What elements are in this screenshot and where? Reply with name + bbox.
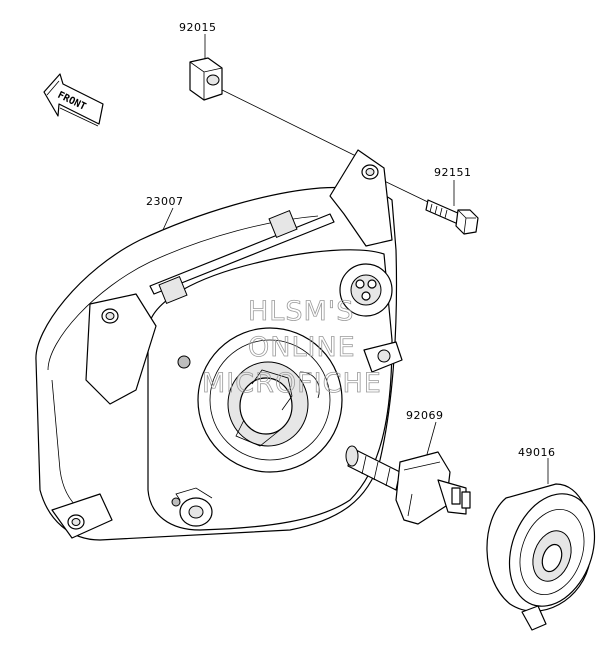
headlight-housing-part (35, 149, 403, 541)
part-number-label: 49016 (518, 446, 556, 459)
part-number-label: 92069 (406, 409, 444, 422)
bolt-part (425, 180, 479, 235)
watermark: HLSM'S ONLINE MICROFICHE (202, 296, 382, 400)
watermark-line: HLSM'S (248, 296, 354, 327)
watermark-line: MICROFICHE (202, 368, 382, 399)
watermark-line: ONLINE (248, 332, 356, 363)
part-number-label: 92151 (434, 166, 472, 179)
front-arrow-icon: FRONT (43, 73, 104, 127)
leader-line (377, 177, 433, 205)
part-number-label: 23007 (146, 195, 184, 208)
leader-line (213, 85, 361, 159)
headlight-bulb-part (345, 421, 471, 525)
rubber-boot-part (486, 458, 596, 631)
clip-nut-part (189, 34, 223, 101)
part-number-label: 92015 (179, 21, 217, 34)
